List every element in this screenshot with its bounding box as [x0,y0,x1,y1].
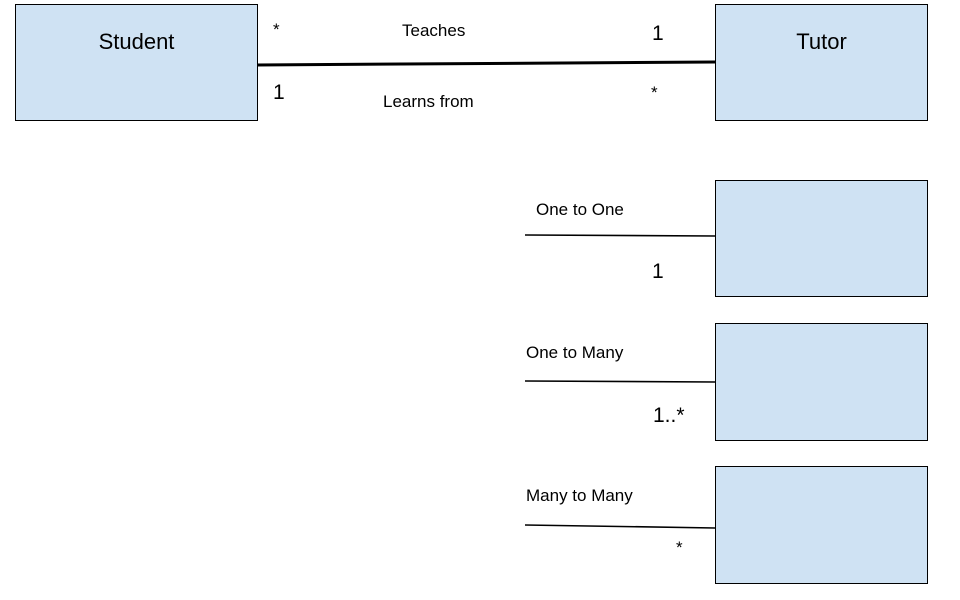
tutor-class-box[interactable]: Tutor [715,4,928,121]
one-to-many-box[interactable] [715,323,928,441]
one-to-one-label: One to One [536,200,624,219]
many-to-many-multiplicity: * [676,538,683,557]
tutor-top-multiplicity: 1 [652,22,664,45]
many-to-many-label: Many to Many [526,486,633,505]
student-tutor-association-line [255,60,716,67]
one-to-one-box[interactable] [715,180,928,297]
student-class-name: Student [98,29,175,54]
one-to-many-multiplicity: 1..* [653,404,685,427]
many-to-many-line [524,524,716,529]
student-class-box[interactable]: Student [15,4,258,121]
one-to-one-line [524,234,716,237]
learns-from-label: Learns from [383,92,474,111]
one-to-many-label: One to Many [526,343,624,362]
one-to-many-line [524,380,716,383]
tutor-bottom-multiplicity: * [651,83,658,102]
student-top-multiplicity: * [273,20,280,39]
many-to-many-box[interactable] [715,466,928,584]
tutor-class-name: Tutor [796,29,847,54]
student-bottom-multiplicity: 1 [273,81,285,104]
one-to-one-multiplicity: 1 [652,260,664,283]
teaches-label: Teaches [402,21,466,40]
